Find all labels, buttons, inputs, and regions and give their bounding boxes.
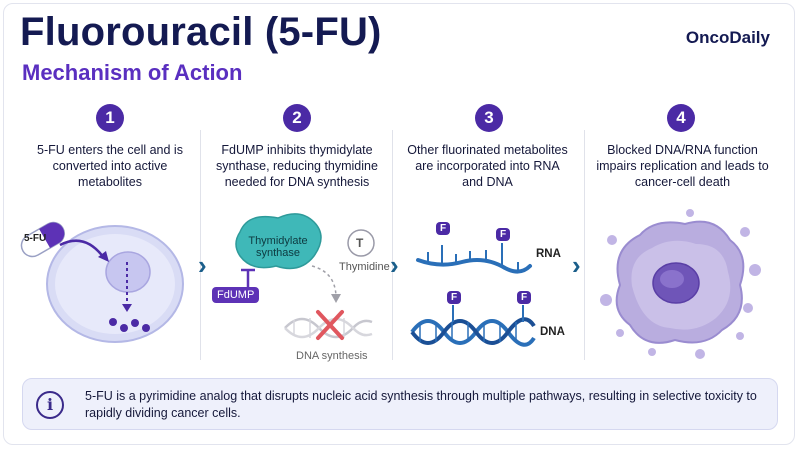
step-1-text: 5-FU enters the cell and is converted in… [37, 143, 183, 189]
enzyme-label: Thymidylate synthase [248, 235, 308, 259]
thymidine-label: Thymidine [339, 261, 390, 273]
step-3-badge: 3 [475, 104, 503, 132]
page-title: Fluorouracil (5-FU) [20, 10, 382, 54]
cross-icon [316, 310, 344, 340]
card-frame [3, 3, 795, 445]
thymidine-symbol: T [356, 236, 364, 250]
divider-2 [392, 130, 393, 360]
step-2-text: FdUMP inhibits thymidylate synthase, red… [216, 143, 378, 189]
chevron-right-icon: › [198, 250, 207, 280]
metabolite-dot [142, 324, 150, 332]
metabolite-dot [131, 319, 139, 327]
rna-label: RNA [536, 248, 561, 260]
step-4-badge: 4 [667, 104, 695, 132]
thymidine-icon [347, 229, 375, 257]
metabolite-dot [109, 318, 117, 326]
chevron-right-icon: › [572, 250, 581, 280]
chevron-right-icon: › [390, 250, 399, 280]
info-text: 5-FU is a pyrimidine analog that disrupt… [85, 389, 757, 420]
fluorine-marker: F [517, 291, 532, 304]
step-4-text: Blocked DNA/RNA function impairs replica… [596, 143, 769, 189]
enzyme-blob [235, 213, 322, 270]
brand-logo: OncoDaily [685, 28, 770, 47]
dna-synthesis-label: DNA synthesis [296, 350, 368, 362]
divider-3 [584, 130, 585, 360]
step-1-badge: 1 [96, 104, 124, 132]
info-icon: i [36, 391, 64, 419]
inhibitor-label: FdUMP [212, 287, 260, 303]
rna-strand [416, 243, 532, 274]
capsule-label: 5-FU [24, 233, 47, 244]
capsule-icon [20, 221, 66, 258]
fluorine-marker: F [496, 228, 511, 241]
info-box: i 5-FU is a pyrimidine analog that disru… [22, 378, 778, 430]
divider-1 [200, 130, 201, 360]
dna-label: DNA [540, 326, 565, 338]
fluorine-marker: F [447, 291, 462, 304]
dna-helix [410, 305, 536, 347]
metabolite-dot [120, 324, 128, 332]
page-subtitle: Mechanism of Action [22, 60, 243, 85]
fluorine-marker: F [436, 222, 451, 235]
step-2-badge: 2 [283, 104, 311, 132]
step-3-text: Other fluorinated metabolites are incorp… [407, 143, 568, 189]
